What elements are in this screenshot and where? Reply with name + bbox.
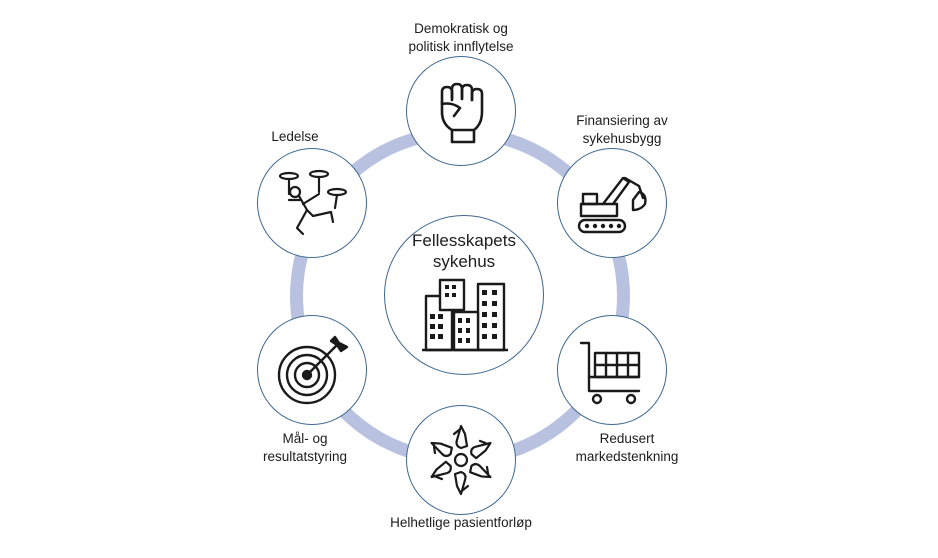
label-market: Redusert markedstenkning (575, 431, 679, 464)
puppet-icon (278, 169, 348, 236)
label-leadership: Ledelse (271, 129, 319, 144)
target-arrow-icon (277, 335, 349, 405)
node-democracy (406, 56, 516, 166)
label-goals: Mål- og resultatstyring (262, 431, 348, 464)
node-patient (406, 405, 516, 515)
label-financing: Finansiering av sykehusbygg (576, 113, 668, 146)
node-leadership (257, 148, 367, 258)
node-financing (557, 148, 667, 258)
shopping-cart-icon (579, 341, 641, 405)
excavator-icon (577, 176, 647, 234)
label-patient: Helhetlige pasientforløp (390, 515, 532, 530)
center-title-line2: sykehus (432, 252, 496, 271)
buildings-icon (422, 278, 508, 352)
node-goals (257, 315, 367, 425)
center-title: Fellesskapets sykehus (385, 230, 543, 272)
joined-hands-icon (430, 424, 492, 496)
center-node: Fellesskapets sykehus (384, 215, 544, 375)
label-democracy: Demokratisk og politisk innflytelse (408, 21, 514, 54)
node-market (557, 315, 667, 425)
raised-fist-icon (440, 82, 484, 144)
center-title-line1: Fellesskapets (412, 231, 516, 250)
